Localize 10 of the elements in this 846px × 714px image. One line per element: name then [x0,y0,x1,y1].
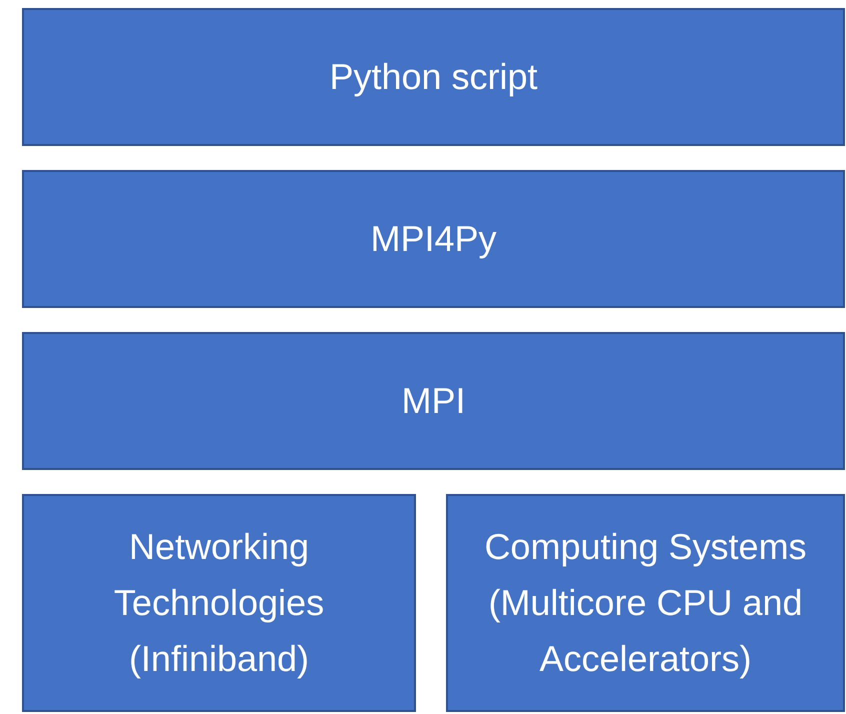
layer-label: Python script [329,55,538,99]
layer-label: Networking Technologies (Infiniband) [112,525,326,681]
layer-label: MPI [401,379,466,423]
layer-box [22,332,845,470]
layer-box [22,494,416,712]
layer-box [22,170,845,308]
layer-box [446,494,845,712]
layer-box [22,8,845,146]
layer-label: MPI4Py [370,217,497,261]
layer-label: Computing Systems (Multicore CPU and Accelerators) [483,525,808,681]
